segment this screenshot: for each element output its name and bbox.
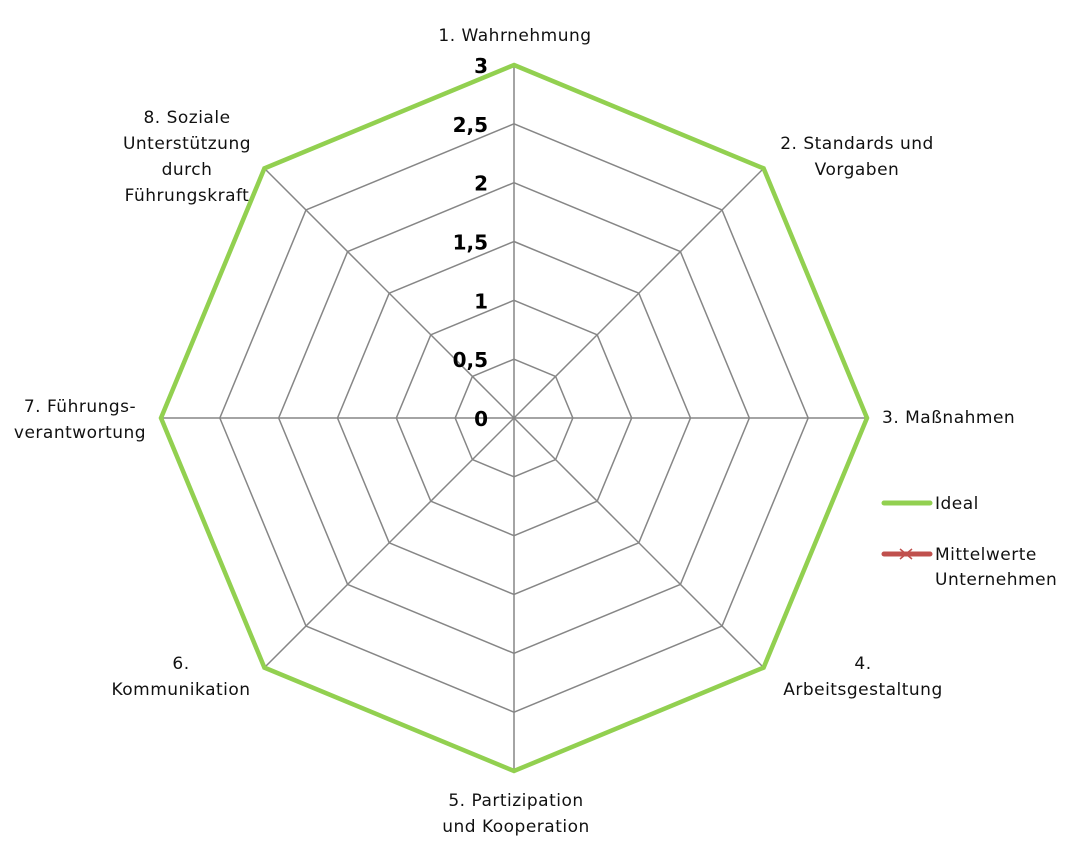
- tick-label: 2,5: [453, 113, 488, 137]
- tick-label: 2: [474, 172, 488, 196]
- category-label-3: 3. Maßnahmen: [882, 408, 1015, 428]
- spoke-8: [263, 167, 515, 419]
- category-label-7: 7. Führungs-verantwortung: [14, 397, 146, 443]
- spoke-2: [513, 167, 765, 419]
- spoke-6: [263, 417, 515, 669]
- tick-label: 0,5: [453, 348, 488, 372]
- category-label-4: 4.Arbeitsgestaltung: [783, 654, 943, 700]
- legend-label-0: Ideal: [935, 494, 979, 514]
- category-label-6: 6.Kommunikation: [111, 654, 250, 700]
- category-label-1: 1. Wahrnehmung: [438, 26, 591, 46]
- spoke-4: [513, 417, 765, 669]
- legend-marker-x-icon: [899, 548, 913, 560]
- tick-label: 1: [474, 289, 488, 313]
- tick-label: 1,5: [453, 231, 488, 255]
- tick-label: 3: [474, 54, 488, 78]
- tick-label: 0: [474, 407, 488, 431]
